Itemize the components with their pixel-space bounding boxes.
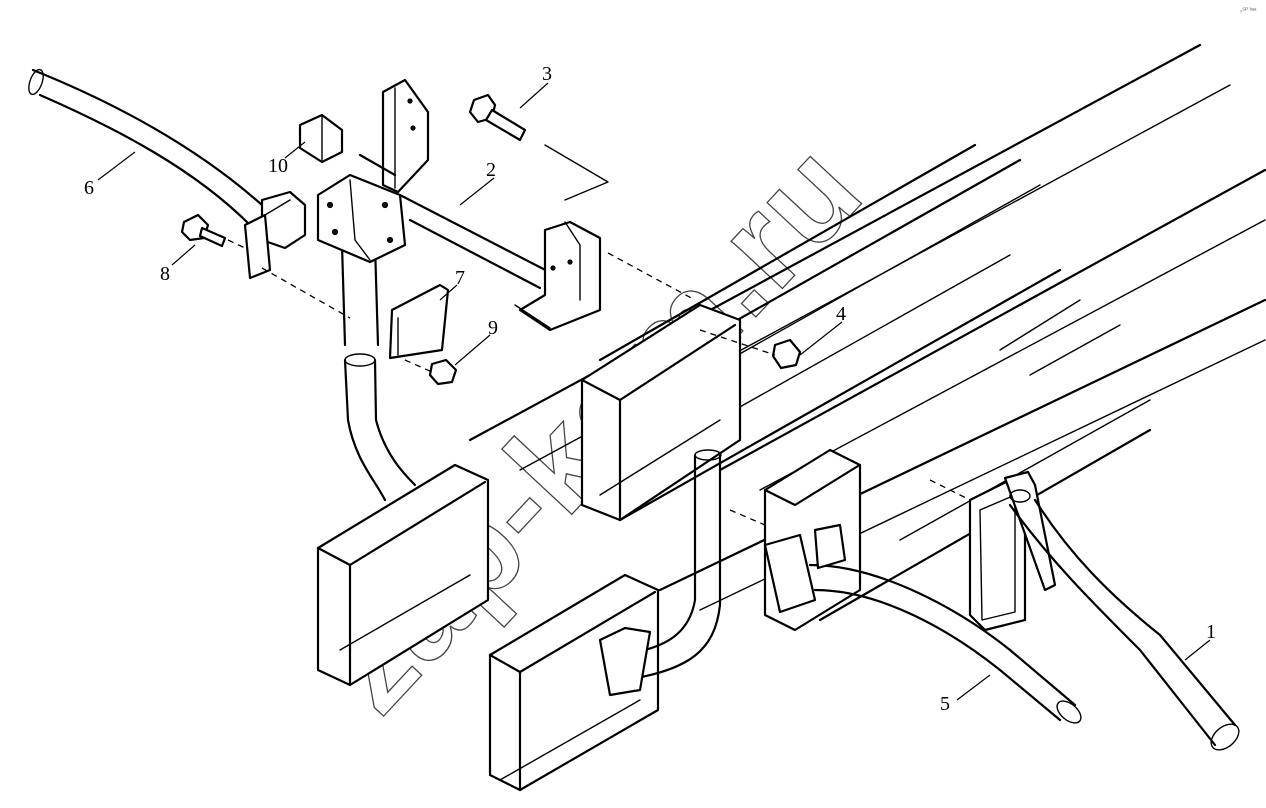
callout-10: 10 xyxy=(268,155,288,177)
callout-5: 5 xyxy=(940,693,950,715)
mounting-flange xyxy=(316,173,407,264)
nut-4 xyxy=(771,338,802,370)
frame-bracket-center xyxy=(514,220,602,332)
assembly-lines xyxy=(227,144,971,526)
callout-4: 4 xyxy=(836,303,846,325)
cross-member-box-left xyxy=(316,463,490,687)
callout-6: 6 xyxy=(84,177,94,199)
callout-labels: 1 2 3 4 5 6 7 8 9 10 xyxy=(84,63,1216,715)
cross-member-channel xyxy=(488,573,660,792)
cross-member-box-upper xyxy=(580,303,742,522)
callout-1: 1 xyxy=(1206,621,1216,643)
bolt-8 xyxy=(180,213,227,248)
callout-3: 3 xyxy=(542,63,552,85)
clamp-pipe-5 xyxy=(763,523,847,614)
nut-9 xyxy=(428,358,458,386)
clamp-7 xyxy=(388,283,450,360)
callout-9: 9 xyxy=(488,317,498,339)
clamp-pipe-6 xyxy=(243,190,307,280)
pipe-1 xyxy=(1008,498,1240,751)
bracket-2 xyxy=(358,78,557,290)
callout-2: 2 xyxy=(486,159,496,181)
callout-8: 8 xyxy=(160,263,170,285)
callout-7: 7 xyxy=(455,267,465,289)
insulator-10 xyxy=(298,113,344,164)
bolt-3 xyxy=(468,93,527,142)
hanger-strap xyxy=(968,470,1057,632)
corner-mark: ₀ᴳᴾ ᵇᵃᵃ xyxy=(1240,7,1257,14)
pipe-5 xyxy=(808,563,1082,724)
bent-pipe-middle xyxy=(598,449,722,697)
pipe-6 xyxy=(28,68,264,227)
leader-lines xyxy=(97,82,1211,701)
vertical-pipe xyxy=(340,243,417,502)
